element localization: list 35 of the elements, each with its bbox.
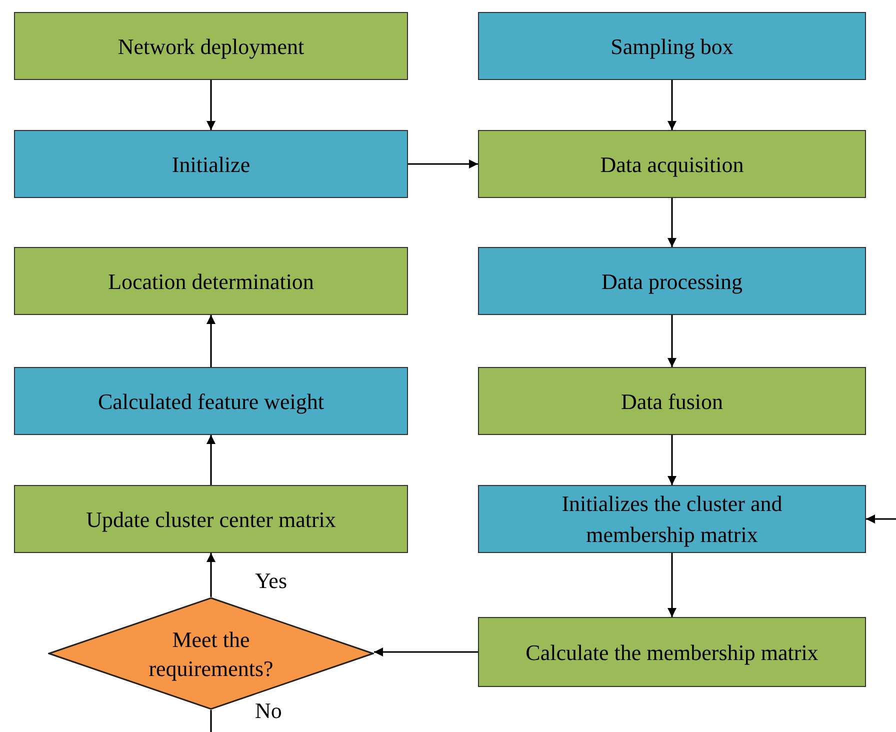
box-label: Initializes the cluster and membership matrix [560,490,784,549]
box-label: Calculate the membership matrix [526,638,818,667]
box-label: Network deployment [118,32,304,61]
process-box [478,130,866,198]
arrow [668,315,676,367]
arrow [668,435,676,485]
box-label: Update cluster center matrix [86,506,336,534]
process-box [478,617,866,687]
arrow [206,315,216,367]
arrow [866,514,896,524]
arrow [374,648,478,656]
arrow [408,160,478,168]
process-box [14,130,408,198]
box-label: Data acquisition [600,150,744,179]
arrow [668,198,676,247]
process-box [478,12,866,80]
box-label: Data processing [601,268,743,296]
process-box [478,485,866,553]
arrow [206,435,216,485]
arrow [206,553,216,597]
box-label: Initialize [172,150,250,178]
arrow [668,80,676,130]
arrow [206,80,216,130]
process-box [478,247,866,315]
box-label: Sampling box [610,32,734,61]
process-box [14,12,408,80]
process-box [14,367,408,435]
box-label: Location determination [108,268,314,296]
process-box [14,247,408,315]
arrow [668,553,676,617]
box-label: Data fusion [620,388,724,416]
decision-label: Meet the requirements? [148,626,274,682]
process-box [14,485,408,553]
process-box [478,367,866,435]
box-label: Calculated feature weight [98,388,324,416]
